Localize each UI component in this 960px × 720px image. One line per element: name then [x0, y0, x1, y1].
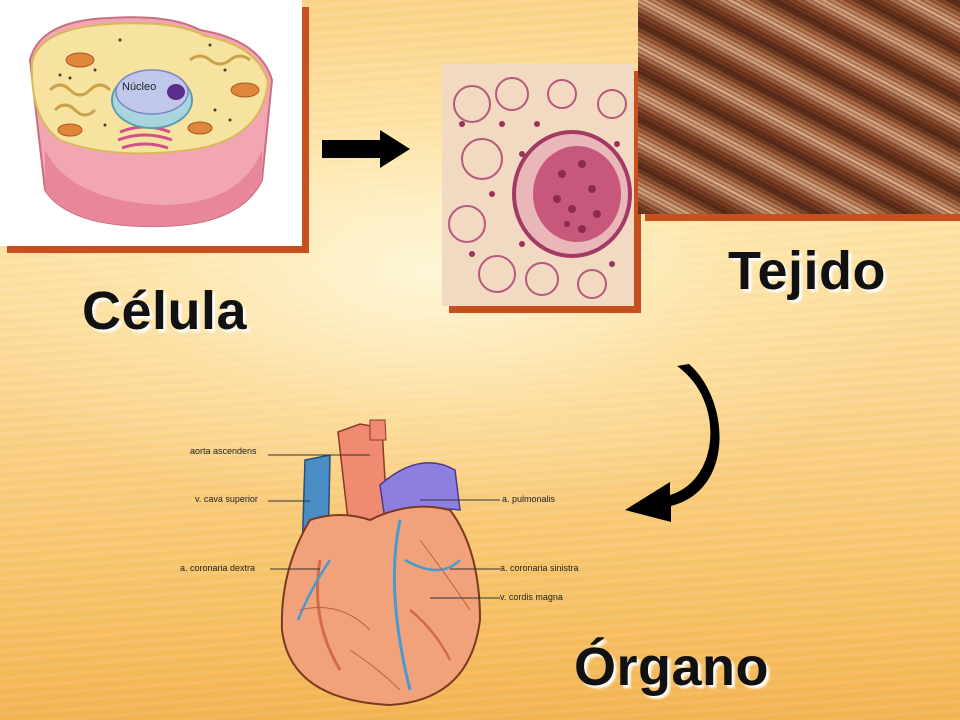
heart-annotation-vena-cava: v. cava superior [195, 494, 258, 504]
heart-annotation-left-coronary: a. coronaria sinistra [500, 563, 579, 573]
cell-label: Célula [82, 281, 248, 341]
heart-annotation-pulmonary: a. pulmonalis [502, 494, 556, 504]
muscle-striations [638, 0, 960, 214]
curved-arrow-icon [625, 364, 720, 522]
heart-diagram: aorta ascendens v. cava superior a. coro… [170, 410, 600, 710]
heart-annotation-cardiac-vein: v. cordis magna [500, 592, 563, 602]
tissue-micrograph-frame [442, 64, 634, 306]
heart-annotation-right-coronary: a. coronaria dextra [180, 563, 255, 573]
organ-label: Órgano [574, 637, 770, 697]
cell-illustration: Núcleo [28, 16, 274, 228]
tissue-label: Tejido [728, 241, 886, 301]
heart-illustration: aorta ascendens v. cava superior a. coro… [180, 419, 579, 707]
heart-annotation-aorta: aorta ascendens [190, 446, 257, 456]
right-arrow-icon [322, 130, 410, 168]
cell-image-frame: Núcleo [0, 0, 302, 246]
muscle-tissue-frame [638, 0, 960, 214]
tissue-micrograph [442, 64, 634, 306]
nucleus-label: Núcleo [122, 81, 156, 93]
